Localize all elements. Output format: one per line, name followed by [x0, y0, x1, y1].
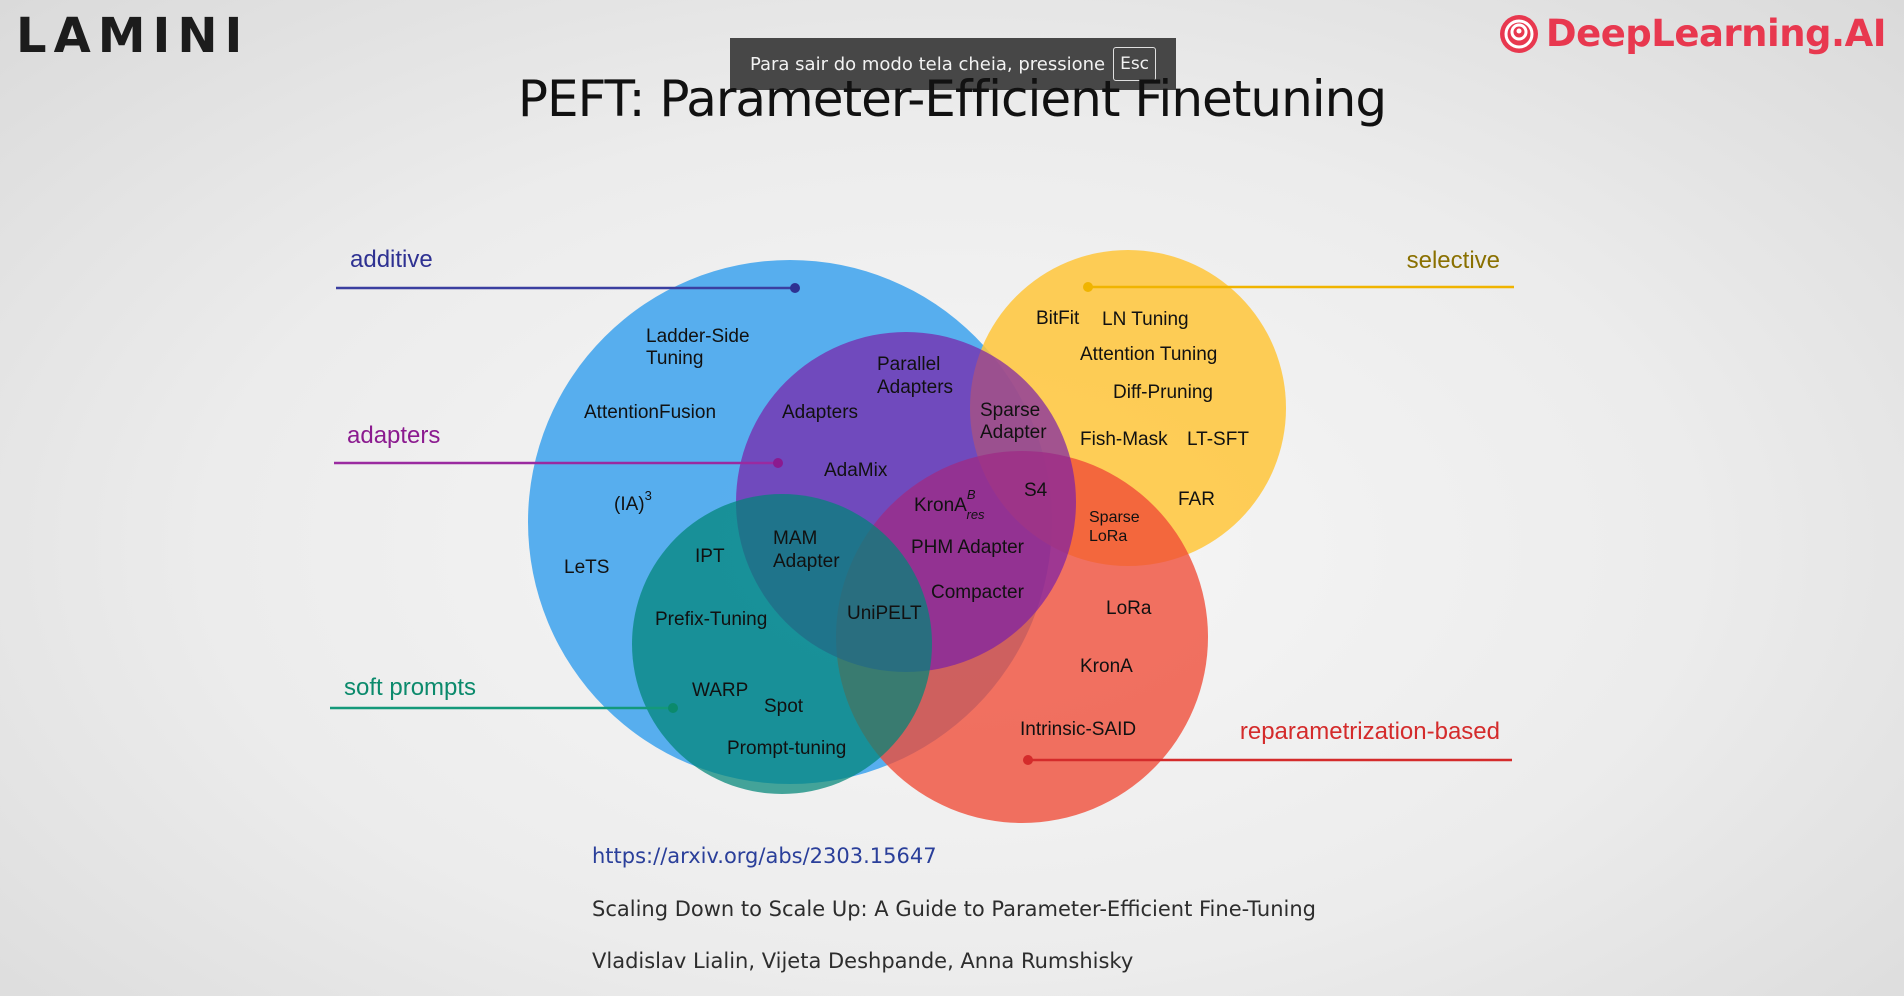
lamini-logo: LAMINI	[16, 8, 250, 64]
method-far: FAR	[1178, 489, 1215, 510]
method-diff-pruning: Diff-Pruning	[1113, 382, 1213, 403]
method-spot: Spot	[764, 696, 804, 717]
paper-title: Scaling Down to Scale Up: A Guide to Par…	[592, 897, 1317, 921]
method-warp: WARP	[692, 680, 748, 701]
additive-leader	[336, 283, 800, 293]
method-phm-adapter: PHM Adapter	[911, 537, 1025, 558]
category-label-soft-prompts: soft prompts	[344, 674, 476, 701]
method-prompt-tuning: Prompt-tuning	[727, 738, 846, 759]
method-lt-sft: LT-SFT	[1187, 429, 1249, 450]
category-label-adapters: adapters	[347, 422, 440, 449]
deeplearning-ai-icon	[1499, 14, 1538, 53]
method-compacter: Compacter	[931, 582, 1025, 603]
method-lora: LoRa	[1106, 598, 1152, 619]
category-label-reparametrization: reparametrization-based	[1240, 718, 1500, 745]
method-s4: S4	[1024, 480, 1048, 501]
selective-leader	[1083, 282, 1514, 292]
toast-message: Para sair do modo tela cheia, pressione	[749, 53, 1106, 75]
method-ipt: IPT	[695, 546, 725, 567]
soft-prompts-leader	[330, 703, 678, 713]
deeplearning-ai-wordmark: DeepLearning.AI	[1545, 12, 1887, 55]
reparametrization-leader	[1023, 755, 1512, 765]
paper-link-row: https://arxiv.org/abs/2303.15647	[592, 844, 937, 868]
method-adapters: Adapters	[782, 402, 858, 423]
esc-key-hint[interactable]: Esc	[1113, 47, 1157, 81]
category-label-additive: additive	[350, 246, 433, 273]
method-attention-fusion: AttentionFusion	[584, 402, 716, 423]
soft-prompts-circle	[632, 494, 932, 794]
method-unipelt: UniPELT	[847, 603, 922, 624]
fullscreen-exit-toast: Para sair do modo tela cheia, pressione …	[730, 38, 1176, 90]
method-adamix: AdaMix	[824, 460, 888, 481]
category-label-selective: selective	[1407, 247, 1500, 274]
method-ia3: (IA)3	[614, 488, 652, 515]
method-fish-mask: Fish-Mask	[1080, 429, 1168, 450]
method-prefix-tuning: Prefix-Tuning	[655, 609, 767, 630]
paper-link[interactable]: https://arxiv.org/abs/2303.15647	[592, 844, 937, 868]
method-bitfit: BitFit	[1036, 308, 1080, 329]
deeplearning-ai-logo: DeepLearning.AI	[1498, 12, 1887, 55]
adapters-leader	[334, 458, 783, 468]
method-intrinsic-said: Intrinsic-SAID	[1020, 719, 1136, 740]
slide-title: PEFT: Parameter-Efficient Finetuning	[517, 70, 1387, 128]
method-attention-tuning: Attention Tuning	[1080, 344, 1217, 365]
method-krona: KronA	[1080, 656, 1133, 677]
paper-authors: Vladislav Lialin, Vijeta Deshpande, Anna…	[592, 949, 1134, 973]
method-ln-tuning: LN Tuning	[1102, 309, 1189, 330]
method-lets: LeTS	[564, 557, 609, 578]
